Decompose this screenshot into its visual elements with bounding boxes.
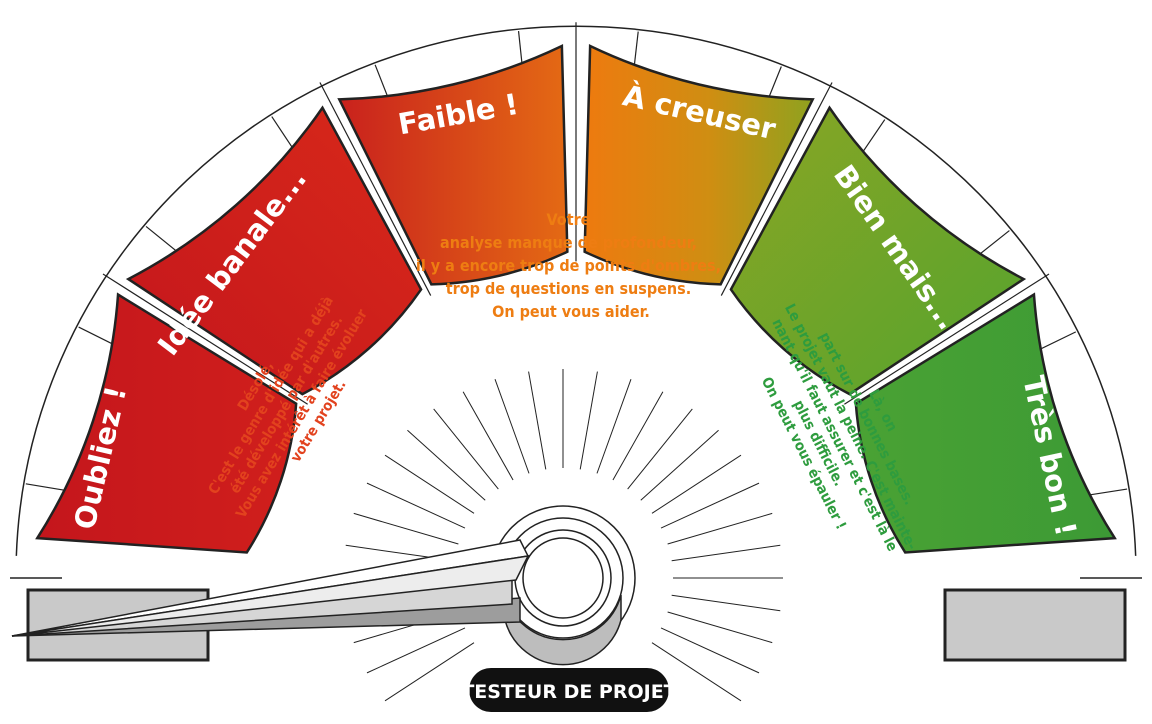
segment-a-creuser	[583, 44, 815, 286]
segment-idee-banale	[125, 105, 423, 396]
tester-badge: TESTEUR DE PROJET	[461, 668, 677, 712]
sunburst-ray	[462, 391, 514, 481]
sunburst-ray	[528, 371, 547, 470]
sunburst-ray	[384, 642, 475, 702]
sunburst-ray	[596, 379, 632, 474]
segment-faible	[337, 44, 569, 286]
sunburst-ray	[433, 408, 499, 490]
gauge-segments	[35, 44, 1117, 554]
sunburst-ray	[407, 429, 486, 501]
gauge-needle	[11, 539, 530, 637]
segment-bien-mais	[729, 105, 1027, 396]
right-end-block	[943, 588, 1127, 662]
segment-separator	[319, 82, 432, 296]
sunburst-ray	[579, 371, 598, 470]
sunburst-ray	[660, 482, 760, 529]
sunburst-ray	[366, 627, 466, 674]
gauge-outer-frame	[15, 22, 1137, 556]
sunburst-ray	[612, 391, 664, 481]
gauge-hub	[490, 505, 636, 666]
segment-tres-bon	[854, 292, 1117, 554]
segment-oubliez	[35, 292, 298, 554]
sunburst-ray	[660, 627, 760, 674]
segment-separator	[844, 273, 1050, 405]
sunburst-ray	[384, 454, 475, 514]
note-center: Votre analyse manque de profondeur, il y…	[416, 210, 726, 321]
sunburst-ray	[671, 594, 781, 612]
sunburst-ray	[651, 454, 742, 514]
sunburst-ray	[651, 642, 742, 702]
sunburst-ray	[366, 482, 466, 529]
sunburst-ray	[640, 429, 719, 501]
sunburst-ray	[667, 512, 773, 545]
sunburst-ray	[494, 379, 530, 474]
sunburst-ray	[671, 544, 781, 562]
segment-separator	[720, 82, 833, 296]
sunburst-ray	[667, 611, 773, 644]
sunburst-ray	[353, 512, 459, 545]
tester-badge-label: TESTEUR DE PROJET	[461, 681, 676, 703]
sunburst-ray	[627, 408, 693, 490]
segment-separator	[102, 273, 308, 405]
